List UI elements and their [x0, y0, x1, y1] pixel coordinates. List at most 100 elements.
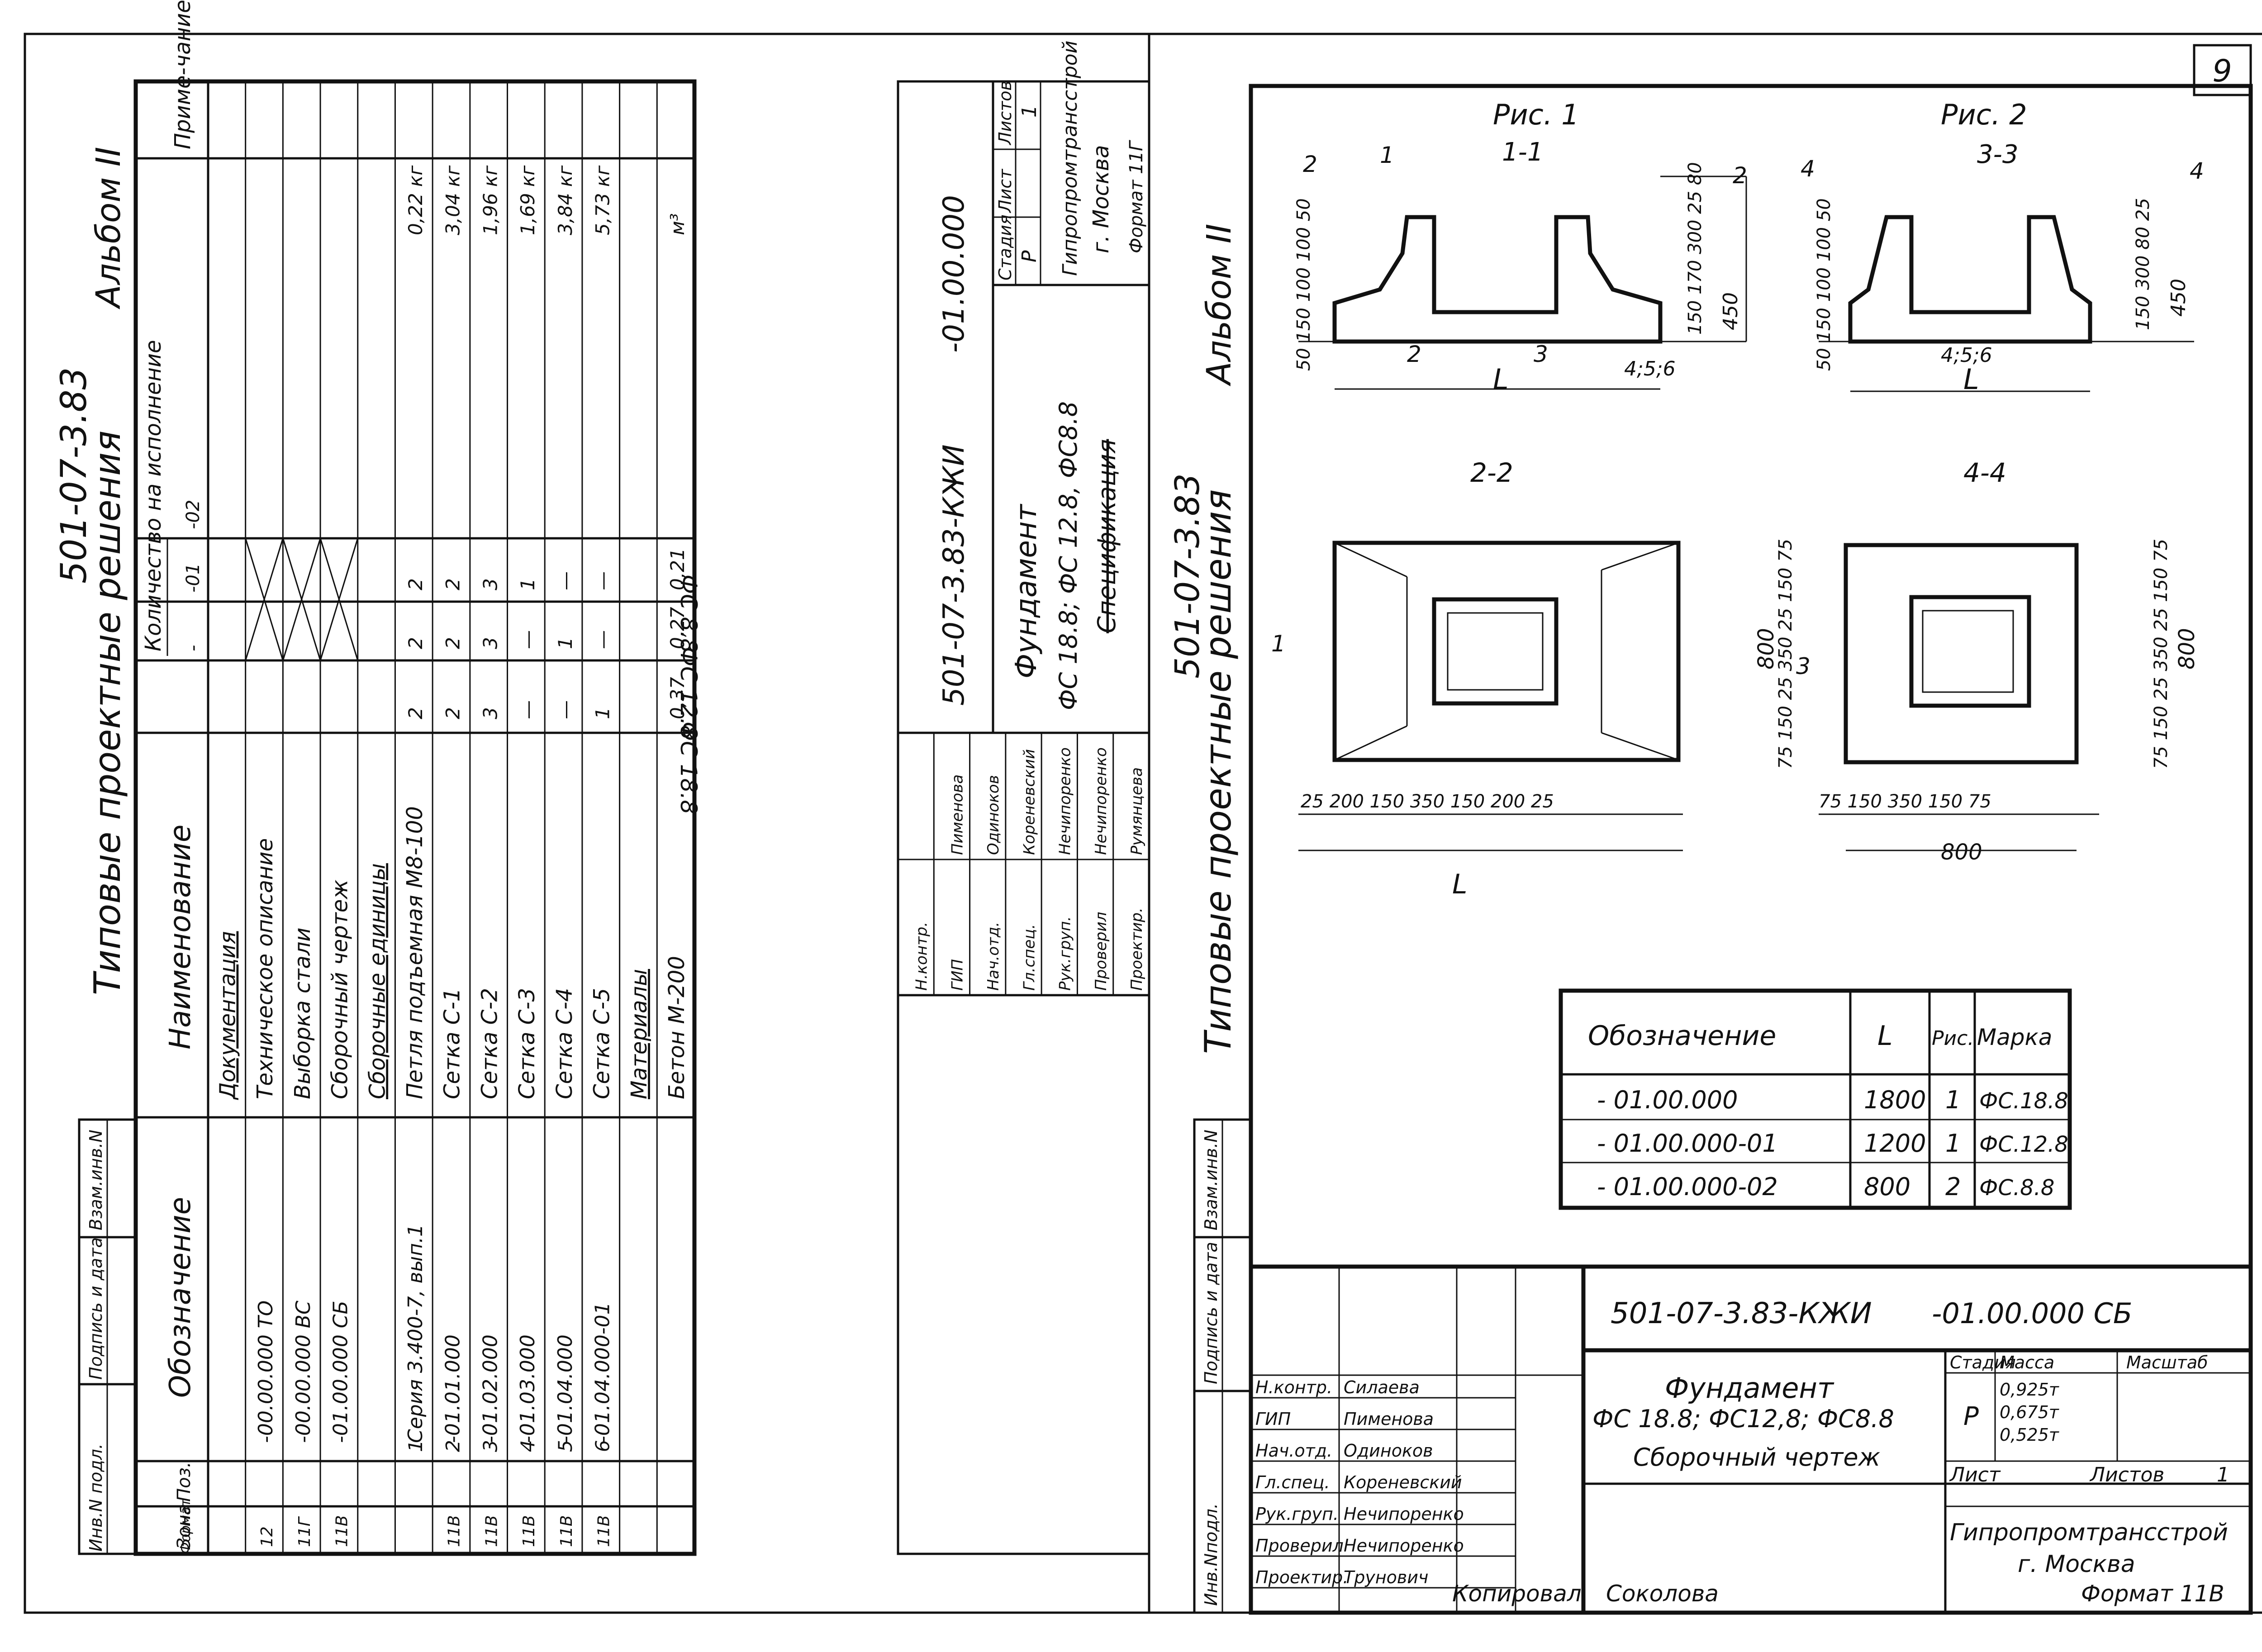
left-tb-roles: Н.контр.ГИППименоваНач.отд.ОдиноковГл.сп…: [898, 733, 1149, 997]
left-stamp-podpis: Подпись и дата: [86, 1237, 106, 1380]
spec-format-cell: 11В: [557, 1515, 576, 1547]
svg-text:450: 450: [2167, 279, 2190, 317]
svg-text:25 200 150 350 150 20: 25 200 150 350 150 200 25: [1301, 791, 1554, 812]
right-series-title: Типовые проектные решения: [1197, 489, 1239, 1054]
spec-format-cell: 11Г: [295, 1516, 314, 1547]
spec-designation-cell: -01.00.000 СБ: [329, 1301, 352, 1443]
right-tb-person: Трунович: [1344, 1567, 1428, 1587]
left-tb-role: Н.контр.: [912, 922, 931, 991]
spec-note-cell: м³: [666, 213, 689, 235]
left-tb-role: Рук.груп.: [1056, 916, 1074, 991]
svg-text:50 150 100 100 50: 50 150 100 100 50: [1814, 198, 1834, 371]
svg-text:4;5;6: 4;5;6: [1941, 344, 1992, 367]
fig2-title: Рис. 2: [1941, 98, 2027, 131]
right-tb-person: Кореневский: [1344, 1472, 1462, 1492]
spec-designation-cell: -01.03.000: [516, 1334, 539, 1443]
vt-L: 800: [1864, 1173, 1910, 1201]
left-tb-role: ГИП: [949, 959, 967, 991]
svg-text:3: 3: [1796, 653, 1811, 679]
right-stamp-vzam: Взам.инв.N: [1201, 1130, 1221, 1230]
spec-note-cell: 5,73 кг: [591, 165, 613, 235]
right-tb-role: Проверил: [1255, 1536, 1344, 1556]
fig2-section: 3-3: [1977, 140, 2018, 169]
left-title-block: [897, 80, 1150, 1555]
spec-name-cell: Сборочные единицы: [365, 863, 390, 1099]
left-tb-person: Кореневский: [1020, 749, 1038, 855]
right-tb-sheets: 1: [2217, 1463, 2229, 1486]
spec-name-cell: Бетон М-200: [664, 956, 689, 1099]
left-tb-title1: Фундамент: [1010, 503, 1043, 679]
spec-pos-cell: 1: [404, 1440, 427, 1452]
spec-header-designation: Обозначение: [164, 1197, 197, 1398]
sec22-title: 2-2: [1470, 457, 1513, 488]
sheet-number: 9: [2212, 53, 2232, 89]
spec-qty2-cell: 2: [442, 637, 464, 649]
left-tb-person: Пименова: [949, 774, 967, 855]
right-tb-person: Силаева: [1344, 1377, 1420, 1397]
figure-2-section-3-3: Рис. 2 3-3 L 4;5;6 50 150 100 100 50 150…: [1801, 98, 2204, 396]
mark-fs-18-8: ФС 18.8: [675, 722, 702, 814]
vt-header-L: L: [1877, 1020, 1892, 1052]
spec-note-cell: 0,22 кг: [404, 165, 427, 235]
spec-qty-column-label: -: [183, 645, 204, 651]
right-tb-mass-2: 0,675т: [2000, 1402, 2060, 1422]
svg-text:L: L: [1452, 869, 1467, 900]
left-tb-org2: г. Москва: [1088, 145, 1114, 253]
right-tb-role: ГИП: [1255, 1409, 1291, 1429]
spec-format-cell: 12: [258, 1526, 276, 1547]
sheet-number-box: [2193, 44, 2252, 96]
copied-label: Копировал: [1452, 1581, 1582, 1607]
copied-name: Соколова: [1606, 1581, 1719, 1607]
spec-name-cell: Сетка С-5: [589, 988, 614, 1099]
spec-qty1-cell: 0,37: [666, 677, 689, 719]
spec-name-cell: Сборочный чертеж: [328, 879, 353, 1099]
left-tb-sheets-label: Листов: [995, 81, 1015, 146]
right-tb-org1: Гипропромтрансстрой: [1950, 1519, 2228, 1546]
right-tb-person: Нечипоренко: [1344, 1536, 1464, 1556]
vt-fig: 1: [1945, 1129, 1961, 1158]
left-tb-stage: Р: [1018, 250, 1041, 262]
spec-qty3-cell: —: [591, 571, 613, 590]
spec-marks: ФС 18.8 ФС 12.8 ФС 8.8: [675, 574, 702, 814]
left-format-label: Формат 11Г: [1126, 140, 1147, 253]
right-tb-code2: -01.00.000 СБ: [1932, 1297, 2132, 1330]
spec-qty3-cell: 0,21: [666, 548, 689, 590]
right-tb-role: Рук.груп.: [1255, 1504, 1339, 1524]
right-tb-role: Н.контр.: [1255, 1377, 1332, 1397]
spec-name-cell: Сетка С-3: [514, 988, 540, 1099]
left-stamp-inv-podl: Инв.N подл.: [86, 1443, 106, 1552]
spec-qty1-cell: 2: [442, 707, 464, 719]
spec-format-cell: 11В: [520, 1515, 538, 1547]
spec-name-cell: Техническое описание: [252, 838, 278, 1099]
spec-qty1-cell: —: [517, 700, 539, 719]
svg-text:800: 800: [1941, 840, 1982, 865]
spec-qty2-cell: 1: [554, 637, 576, 649]
spec-designation-cell: -00.00.000 ВС: [292, 1301, 315, 1443]
spec-qty2-cell: —: [517, 630, 539, 649]
left-tb-sheets: 1: [1018, 105, 1041, 118]
svg-text:2: 2: [1407, 341, 1421, 367]
spec-header-zone: Зона: [174, 1504, 195, 1549]
right-tb-role: Нач.отд.: [1255, 1441, 1332, 1461]
right-tb-sheet-label: Лист: [1949, 1463, 2001, 1486]
spec-note-cell: 3,84 кг: [554, 165, 576, 235]
spec-header-note: Приме-чание: [170, 0, 195, 149]
outer-border: [24, 33, 2262, 1614]
svg-text:1: 1: [1271, 631, 1286, 657]
left-tb-person: Нечипоренко: [1092, 747, 1110, 855]
left-series-code: 501-07-3.83: [54, 367, 95, 584]
right-tb-person: Пименова: [1344, 1409, 1434, 1429]
right-tb-person: Одиноков: [1344, 1441, 1433, 1461]
svg-text:75 150 25 350 25 150 75: 75 150 25 350 25 150 75: [1775, 539, 1796, 769]
svg-text:800: 800: [1754, 628, 1779, 669]
svg-text:2: 2: [1733, 162, 1747, 189]
vt-header-mark: Марка: [1977, 1024, 2052, 1050]
spec-qty2-cell: 0,27: [666, 607, 689, 649]
svg-text:4: 4: [2190, 158, 2204, 184]
spec-name-cell: Сетка С-2: [477, 988, 502, 1099]
right-album-label: Альбом II: [1200, 224, 1239, 386]
svg-text:4: 4: [1801, 156, 1815, 182]
spec-note-cell: 1,96 кг: [479, 165, 501, 235]
mark-fs-8-8: ФС 8.8: [675, 574, 702, 653]
spec-format-cell: 11В: [594, 1515, 613, 1547]
